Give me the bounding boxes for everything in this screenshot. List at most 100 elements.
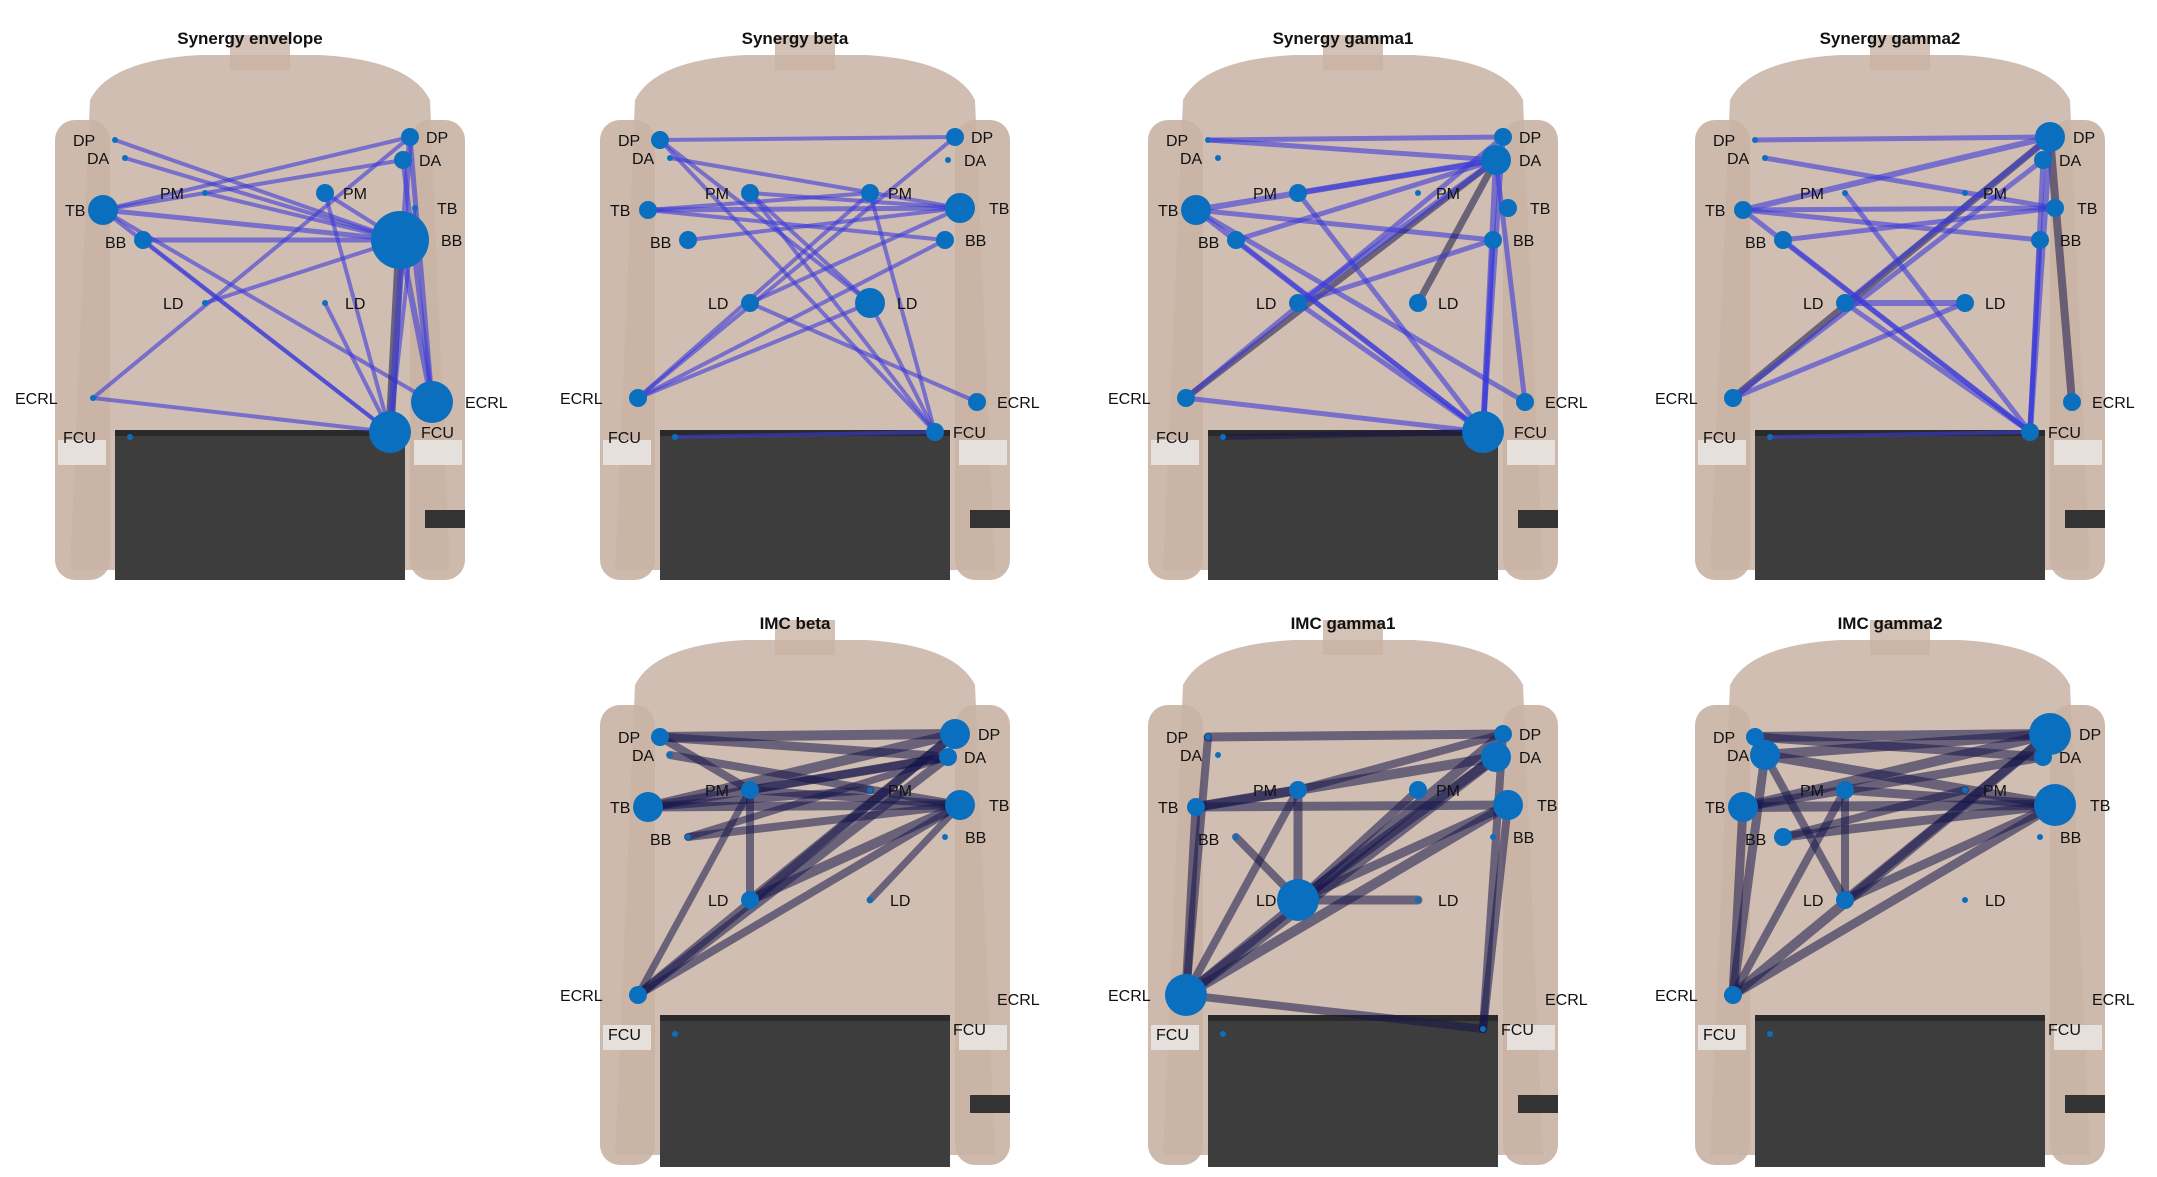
panel-imc-beta: IMC betaDPDAPMTBBBLDECRLFCUDPDAPMTBBBLDE… (560, 614, 1040, 1167)
muscle-label: TB (2077, 201, 2097, 218)
muscle-node-l-dp (1205, 734, 1211, 740)
muscle-label: DA (1519, 153, 1542, 170)
muscle-node-l-tb (1728, 792, 1758, 822)
muscle-label: DP (978, 727, 1000, 744)
muscle-node-r-bb (1490, 834, 1496, 840)
muscle-node-r-tb (412, 205, 418, 211)
muscle-node-r-da (1481, 145, 1511, 175)
muscle-node-l-da (122, 155, 128, 161)
muscle-node-l-fcu (1767, 434, 1773, 440)
muscle-label: DA (419, 153, 442, 170)
muscle-node-l-tb (88, 195, 118, 225)
muscle-node-l-fcu (1767, 1031, 1773, 1037)
muscle-label: FCU (421, 425, 454, 442)
panel-imc-gamma1: IMC gamma1DPDAPMTBBBLDECRLFCUDPDAPMTBBBL… (1108, 614, 1588, 1167)
muscle-node-l-pm (741, 781, 759, 799)
muscle-label: PM (888, 186, 912, 203)
muscle-label: LD (1438, 296, 1458, 313)
muscle-label: TB (610, 800, 630, 817)
muscle-label: ECRL (1545, 992, 1588, 1009)
muscle-node-l-ld (1277, 879, 1319, 921)
muscle-node-l-ld (1289, 294, 1307, 312)
muscle-label: DP (2079, 727, 2101, 744)
muscle-label: DP (2073, 130, 2095, 147)
muscle-node-r-ld (855, 288, 885, 318)
muscle-label: DP (73, 133, 95, 150)
muscle-label: BB (1745, 235, 1766, 252)
muscle-label: PM (888, 783, 912, 800)
panel-synergy-gamma1: Synergy gamma1DPDAPMTBBBLDECRLFCUDPDAPMT… (1108, 29, 1588, 580)
torso-photo (1148, 35, 1558, 580)
muscle-label: ECRL (1108, 988, 1151, 1005)
muscle-label: LD (1256, 296, 1276, 313)
muscle-label: LD (1803, 893, 1823, 910)
muscle-label: PM (705, 783, 729, 800)
muscle-label: BB (1198, 235, 1219, 252)
muscle-node-l-ecrl (90, 395, 96, 401)
muscle-label: DA (1519, 750, 1542, 767)
muscle-node-l-dp (651, 131, 669, 149)
muscle-node-r-bb (2031, 231, 2049, 249)
muscle-label: TB (1705, 203, 1725, 220)
muscle-node-l-fcu (127, 434, 133, 440)
panel-synergy-gamma2: Synergy gamma2DPDAPMTBBBLDECRLFCUDPDAPMT… (1655, 29, 2135, 580)
muscle-node-l-fcu (1220, 434, 1226, 440)
muscle-label: DP (1519, 130, 1541, 147)
muscle-label: PM (705, 186, 729, 203)
muscle-label: FCU (1156, 430, 1189, 447)
muscle-node-r-da (2034, 151, 2052, 169)
torso-photo (600, 35, 1010, 580)
muscle-label: BB (1513, 830, 1534, 847)
muscle-label: ECRL (997, 992, 1040, 1009)
muscle-label: TB (2090, 798, 2110, 815)
muscle-node-l-tb (1181, 195, 1211, 225)
muscle-label: DP (1713, 133, 1735, 150)
muscle-label: BB (2060, 830, 2081, 847)
muscle-label: DA (632, 748, 655, 765)
muscle-node-l-bb (1233, 834, 1239, 840)
muscle-label: FCU (953, 425, 986, 442)
muscle-label: TB (1537, 798, 1557, 815)
muscle-label: ECRL (465, 395, 508, 412)
muscle-label: BB (1198, 832, 1219, 849)
muscle-label: DA (1727, 151, 1750, 168)
muscle-node-l-ecrl (1724, 986, 1742, 1004)
muscle-label: ECRL (1655, 988, 1698, 1005)
muscle-label: PM (1800, 783, 1824, 800)
muscle-node-l-ld (741, 891, 759, 909)
muscle-node-l-fcu (672, 434, 678, 440)
muscle-node-r-dp (1494, 128, 1512, 146)
muscle-label: FCU (1501, 1022, 1534, 1039)
muscle-label: ECRL (1108, 391, 1151, 408)
muscle-node-r-ld (1409, 294, 1427, 312)
muscle-label: LD (897, 296, 917, 313)
muscle-label: PM (1436, 186, 1460, 203)
muscle-label: LD (890, 893, 910, 910)
muscle-node-l-ecrl (1165, 974, 1207, 1016)
muscle-label: FCU (63, 430, 96, 447)
muscle-node-l-ld (202, 300, 208, 306)
muscle-label: DA (964, 153, 987, 170)
muscle-node-r-bb (2037, 834, 2043, 840)
muscle-label: DP (618, 133, 640, 150)
muscle-node-r-bb (936, 231, 954, 249)
muscle-node-l-dp (1205, 137, 1211, 143)
muscle-node-r-ld (1956, 294, 1974, 312)
muscle-node-l-pm (1289, 781, 1307, 799)
muscle-label: PM (160, 186, 184, 203)
muscle-node-r-ld (1415, 897, 1421, 903)
muscle-label: LD (1438, 893, 1458, 910)
muscle-node-r-pm (1415, 190, 1421, 196)
muscle-label: PM (1253, 186, 1277, 203)
muscle-node-r-tb (1499, 199, 1517, 217)
muscle-label: DA (87, 151, 110, 168)
muscle-label: LD (708, 893, 728, 910)
panel-title: IMC beta (760, 614, 831, 633)
muscle-node-r-pm (861, 184, 879, 202)
panel-title: IMC gamma2 (1838, 614, 1943, 633)
muscle-node-r-tb (2034, 784, 2076, 826)
muscle-node-r-da (394, 151, 412, 169)
muscle-label: BB (105, 235, 126, 252)
muscle-label: LD (708, 296, 728, 313)
muscle-label: DP (971, 130, 993, 147)
